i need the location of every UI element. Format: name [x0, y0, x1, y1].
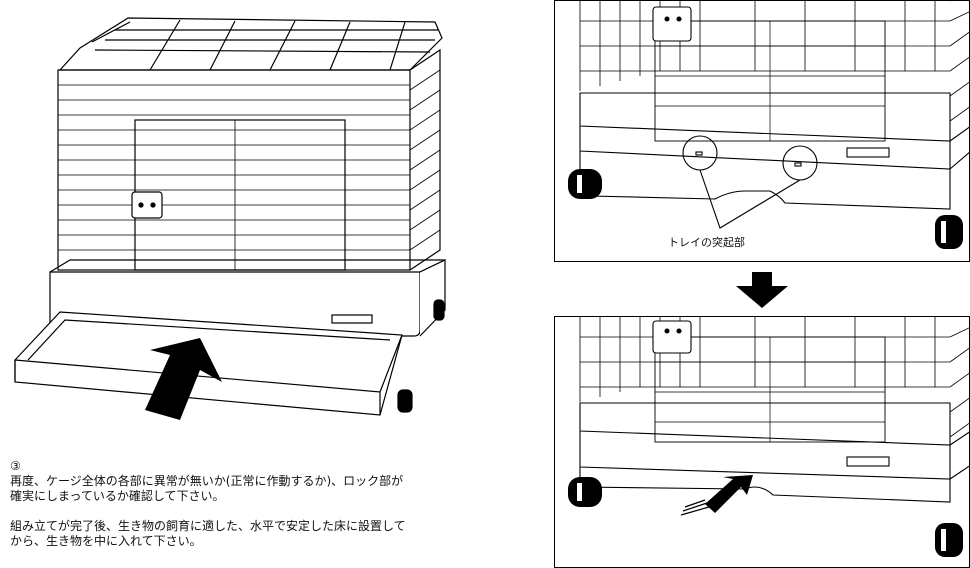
cage-door [134, 119, 346, 271]
caster-left [568, 477, 602, 507]
caster-left [568, 169, 602, 199]
detail-panel-after [554, 316, 970, 568]
arrow-down-icon [736, 272, 788, 308]
tray-protrusion-detail [568, 1, 969, 249]
instruction-line: 組み立てが完了後、生き物の飼育に適した、水平で安定した床に設置して [10, 519, 406, 533]
detail-panel-before [554, 0, 970, 262]
caster-back-right [433, 299, 445, 321]
latch-clip [652, 320, 692, 354]
tray-inserted-detail [568, 317, 969, 557]
latch-clip [652, 6, 692, 42]
caster-front-right [397, 389, 413, 413]
step-number: ③ [10, 459, 21, 473]
caster-right [935, 523, 963, 557]
base-label-slot [846, 456, 890, 467]
base-label-slot [331, 314, 373, 324]
instruction-line: から、生き物を中に入れて下さい。 [10, 534, 202, 548]
base-label-slot [846, 147, 890, 158]
tray-front [579, 467, 951, 503]
callout-label: トレイの突起部 [668, 236, 745, 249]
callout-leader [699, 169, 801, 229]
insert-arrow-icon [145, 338, 222, 420]
cage-assembly-illustration [14, 17, 446, 420]
cage-lid [58, 17, 443, 71]
instruction-line: 再度、ケージ全体の各部に異常が無いか(正常に作動するか)、ロック部が [10, 474, 404, 488]
instruction-line: 確実にしまっているか確認して下さい。 [10, 489, 225, 503]
latch-clip [131, 191, 163, 219]
caster-right [935, 215, 963, 249]
slide-arrow-icon [680, 475, 753, 516]
instruction-text: ③ 再度、ケージ全体の各部に異常が無いか(正常に作動するか)、ロック部が 確実に… [10, 459, 480, 549]
